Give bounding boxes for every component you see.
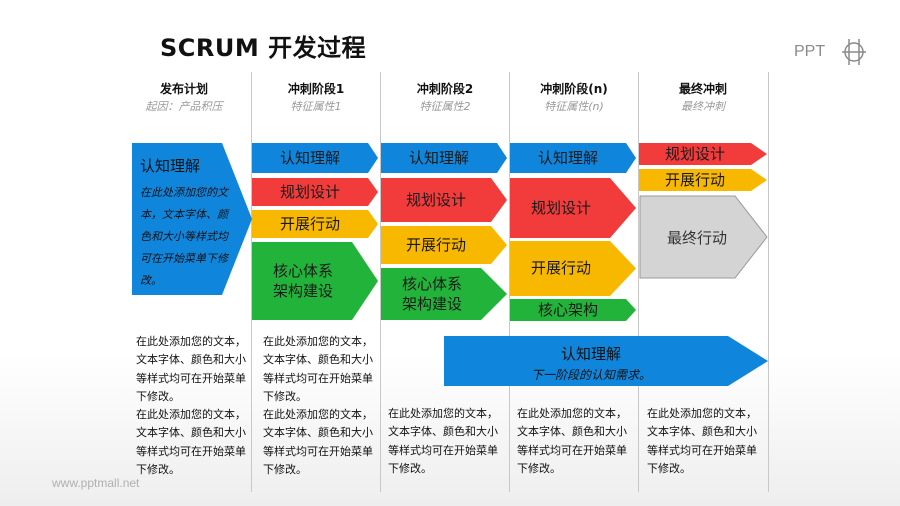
column-divider [768,72,769,492]
arrow-label: 开展行动 [530,259,591,278]
logo-text: PPT [794,43,825,60]
sprint2-understand-arrow: 认知理解 [381,143,507,173]
final-action-arrow: 开展行动 [639,169,767,191]
column-title: 最终冲刺 [678,82,727,96]
sprint1-core-arrow: 核心体系 架构建设 [252,242,378,320]
pptmall-logo: PPT [794,39,866,65]
final-final-action-arrow: 最终行动 [639,195,768,279]
column-title: 发布计划 [159,82,208,96]
next-stage-title: 认知理解 [560,345,621,363]
arrow-label: 认知理解 [279,148,340,167]
sprint1-understand-arrow: 认知理解 [252,143,378,173]
sprint2-core-arrow: 核心体系 架构建设 [381,268,507,320]
column-divider [638,72,639,492]
sprint2-plan-arrow: 规划设计 [381,178,507,222]
arrow-label: 规划设计 [530,198,591,217]
column-header-plan: 发布计划 起因：产品积压 [120,80,248,114]
sprintn-core-arrow: 核心架构 [510,299,636,321]
page-title: SCRUM 开发过程 [160,34,367,62]
column-subtitle: 最终冲刺 [681,100,725,113]
column-header-sprint1: 冲刺阶段1 特征属性1 [252,80,380,114]
sprintn-understand-arrow: 认知理解 [510,143,636,173]
column-subtitle: 特征属性2 [419,100,471,113]
final-note: 在此处添加您的文本，文本字体、颜色和大小等样式均可在开始菜单下修改。 [647,407,757,475]
sprintn-plan-arrow: 规划设计 [510,178,636,238]
arrow-label: 规划设计 [405,190,466,209]
plan-arrow: 认知理解 在此处添加您的文本，文本字体、颜色和大小等样式均可在开始菜单下修改。 [132,143,252,295]
sprintn-note: 在此处添加您的文本，文本字体、颜色和大小等样式均可在开始菜单下修改。 [517,407,627,475]
column-subtitle: 特征属性1 [290,100,342,113]
column-header-sprint2: 冲刺阶段2 特征属性2 [381,80,509,114]
column-title: 冲刺阶段2 [416,82,474,96]
arrow-label: 开展行动 [405,235,466,254]
column-divider [509,72,510,492]
arrow-label: 开展行动 [279,214,340,233]
column-header-sprintn: 冲刺阶段(n) 特征属性(n) [510,80,638,114]
arrow-label: 规划设计 [279,182,340,201]
column-subtitle: 起因：产品积压 [145,100,223,113]
arrow-label: 核心体系 架构建设 [272,261,333,300]
footer-url: www.pptmall.net [52,476,140,490]
column-divider [380,72,381,492]
arrow-label: 核心架构 [537,300,598,319]
final-plan-arrow: 规划设计 [639,143,767,165]
arrow-label: 最终行动 [667,230,727,247]
arrow-label: 认知理解 [537,148,598,167]
arrow-label: 开展行动 [664,170,725,189]
column-title: 冲刺阶段(n) [540,82,608,96]
arrow-label: 规划设计 [664,144,725,163]
sprint1-plan-arrow: 规划设计 [252,178,378,206]
sprint1-action-arrow: 开展行动 [252,210,378,238]
column-subtitle: 特征属性(n) [544,100,604,113]
plan-arrow-title: 认知理解 [140,157,201,175]
sprint2-action-arrow: 开展行动 [381,226,507,264]
next-stage-subtitle: 下一阶段的认知需求。 [530,368,651,382]
sprint2-note: 在此处添加您的文本，文本字体、颜色和大小等样式均可在开始菜单下修改。 [388,407,498,475]
plan-note: 在此处添加您的文本，文本字体、颜色和大小等样式均可在开始菜单下修改。 在此处添加… [136,335,246,477]
next-stage-arrow: 认知理解 下一阶段的认知需求。 [444,336,768,386]
sprint1-note: 在此处添加您的文本，文本字体、颜色和大小等样式均可在开始菜单下修改。 在此处添加… [263,335,373,477]
plan-arrow-desc: 在此处添加您的文本，文本字体、颜色和大小等样式均可在开始菜单下修改。 [140,186,228,287]
arrow-label: 认知理解 [408,148,469,167]
arrow-label: 核心体系 架构建设 [401,274,462,313]
column-divider [251,72,252,492]
column-header-final: 最终冲刺 最终冲刺 [639,80,767,114]
column-title: 冲刺阶段1 [287,82,345,96]
sprintn-action-arrow: 开展行动 [510,241,636,296]
